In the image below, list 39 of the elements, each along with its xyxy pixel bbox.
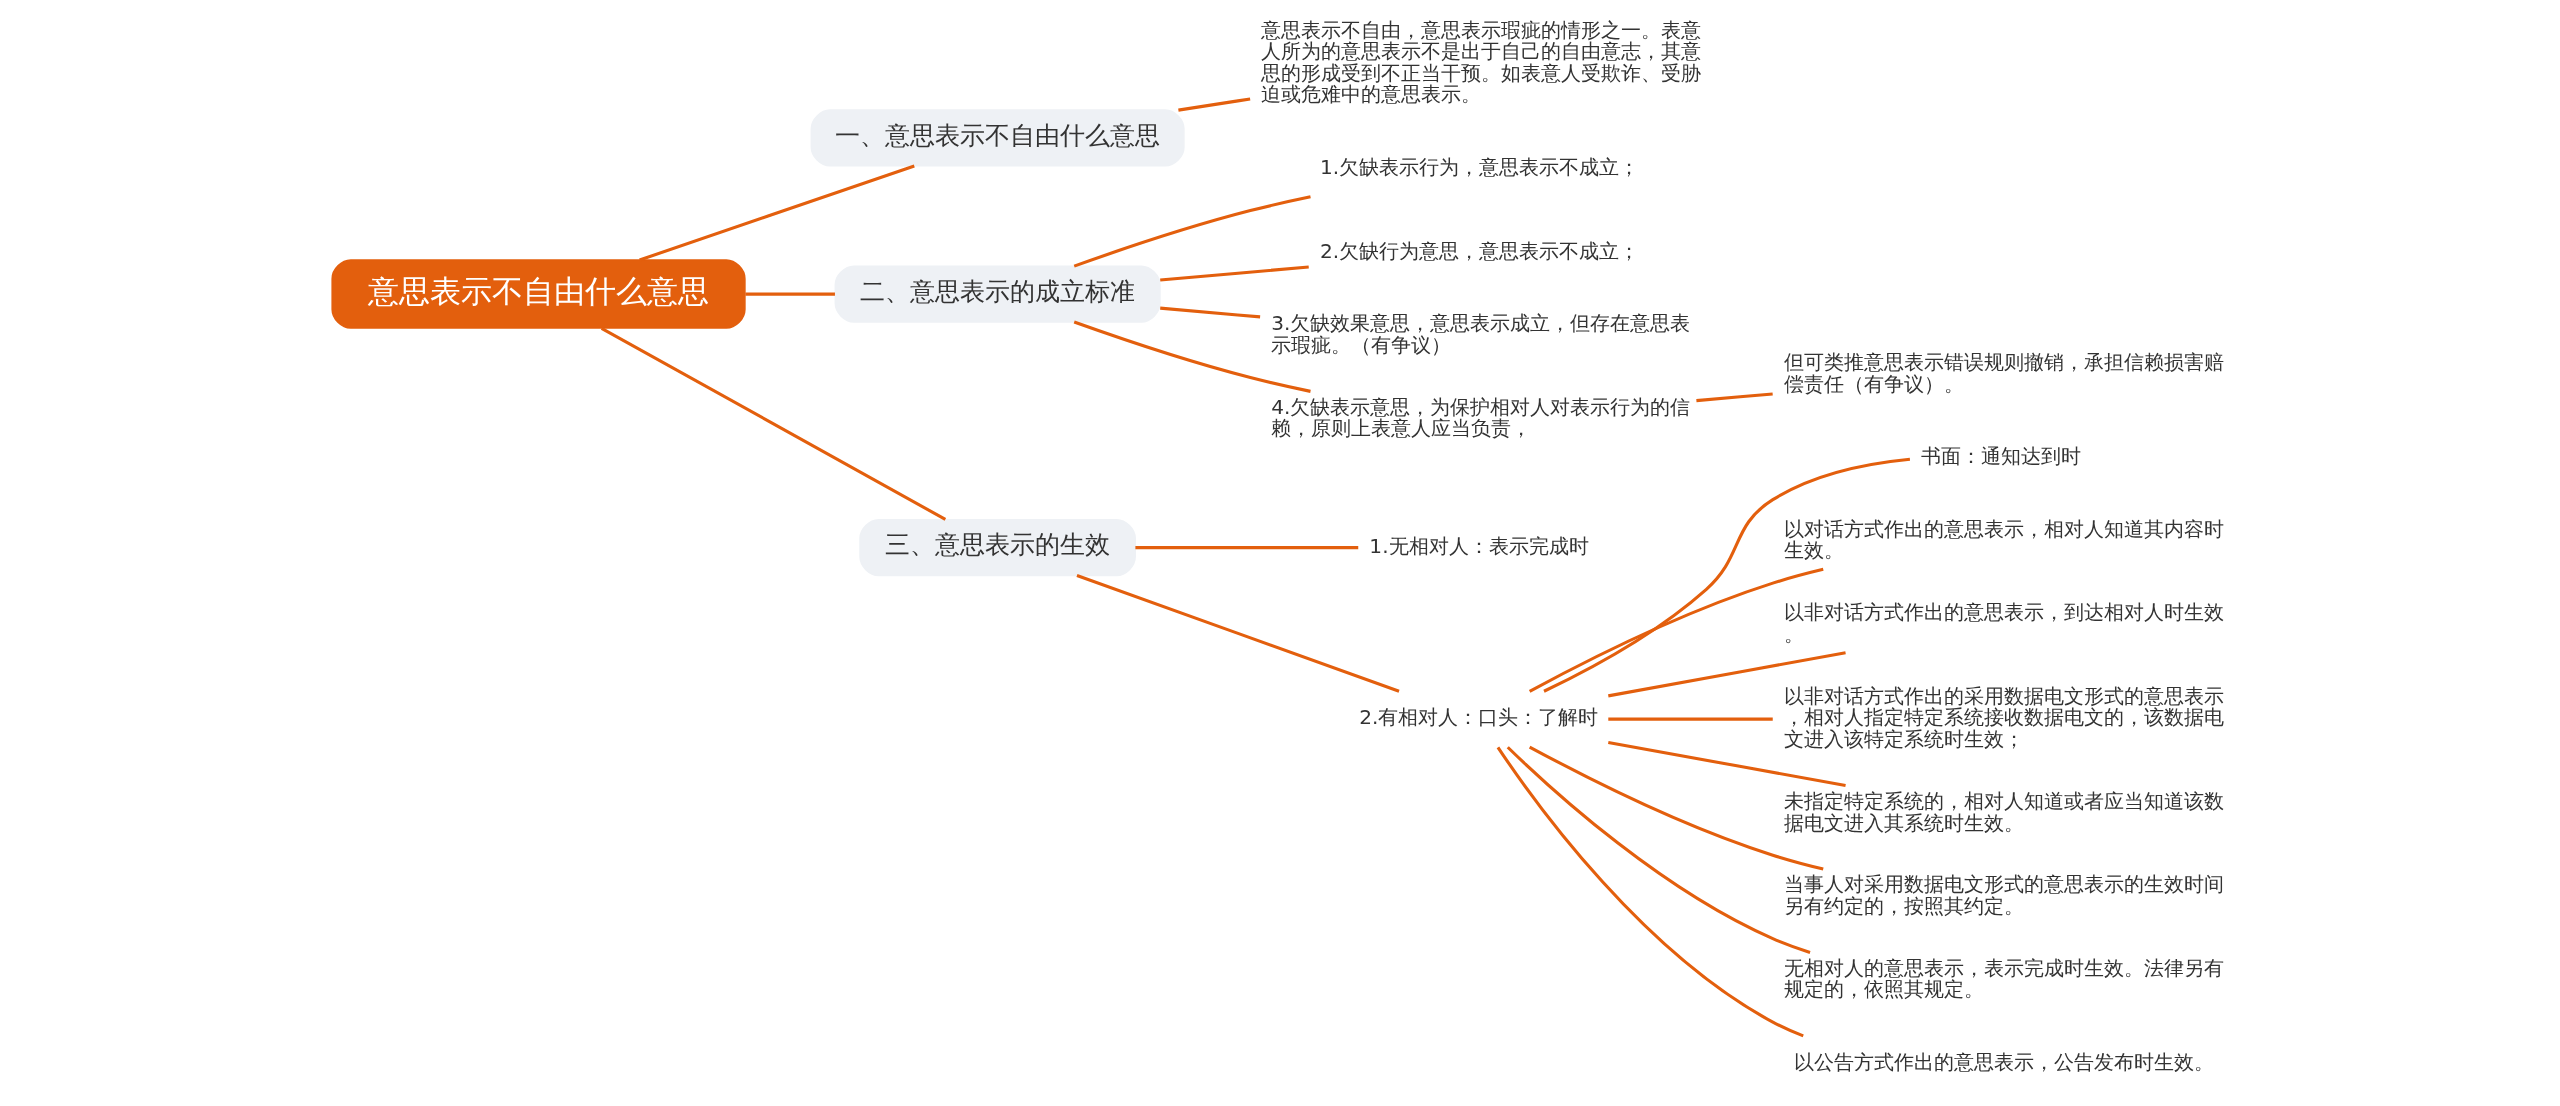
connector: [1073, 195, 1311, 268]
connector: [1075, 574, 1400, 693]
node-text: 以非对话方式作出的采用数据电文形式的意思表示，相对人指定特定系统接收数据电文的，该数据电文进入该特定系统时生效；: [1783, 683, 2224, 752]
connector: [1528, 567, 1824, 693]
node-text: 2.欠缺行为意思，意思表示不成立；: [1319, 238, 1639, 263]
connector: [1177, 97, 1250, 112]
node-text: 3.欠缺效果意思，意思表示成立，但存在意思表示瑕疵。（有争议）: [1270, 311, 1690, 357]
node-text: 但可类推意思表示错误规则撤销，承担信赖损害赔偿责任（有争议）。: [1783, 349, 2224, 396]
connector: [744, 292, 835, 296]
connector: [1607, 740, 1846, 788]
node-text: 以非对话方式作出的意思表示，到达相对人时生效。: [1783, 600, 2224, 646]
connector: [1695, 392, 1773, 403]
connector: [1528, 745, 1824, 871]
node-box: 三、意思表示的生效: [858, 519, 1136, 577]
node-text: 无相对人的意思表示，表示完成时生效。法律另有规定的，依照其规定。: [1783, 955, 2224, 1002]
connector: [1159, 265, 1309, 282]
node-text: 2.有相对人：口头：了解时: [1358, 705, 1599, 730]
node-text: 以公告方式作出的意思表示，公告发布时生效。: [1793, 1050, 2214, 1075]
node-text: 意思表示不自由，意思表示瑕疵的情形之一。表意人所为的意思表示不是出于自己的自由意志，其意思的形成受到不正当干预。如表意人受欺诈、受胁迫或危难中的意思表示。: [1260, 17, 1701, 107]
node-box: 二、意思表示的成立标准: [834, 265, 1161, 323]
connector: [638, 164, 915, 262]
node-text: 以对话方式作出的意思表示，相对人知道其内容时生效。: [1783, 516, 2224, 563]
node-text: 书面：通知达到时: [1920, 444, 2081, 469]
node-box: 意思表示不自由什么意思: [330, 259, 746, 329]
node-text: 未指定特定系统的，相对人知道或者应当知道该数据电文进入其系统时生效。: [1783, 788, 2224, 835]
connector: [1073, 320, 1311, 393]
connector: [1607, 651, 1846, 698]
node-box: 一、意思表示不自由什么意思: [810, 109, 1185, 167]
connector: [1607, 717, 1773, 721]
connector: [1506, 746, 1811, 954]
node-text: 当事人对采用数据电文形式的意思表示的生效时间另有约定的，按照其约定。: [1783, 872, 2224, 918]
connector: [1159, 306, 1260, 319]
connector: [600, 326, 946, 521]
node-text: 1.欠缺表示行为，意思表示不成立；: [1319, 155, 1639, 180]
connector: [1542, 457, 1910, 693]
node-text: 1.无相对人：表示完成时: [1368, 533, 1589, 558]
connector: [1134, 546, 1358, 550]
node-text: 4.欠缺表示意思，为保护相对人对表示行为的信赖，原则上表意人应当负责，: [1270, 394, 1690, 441]
connector: [1496, 746, 1804, 1038]
